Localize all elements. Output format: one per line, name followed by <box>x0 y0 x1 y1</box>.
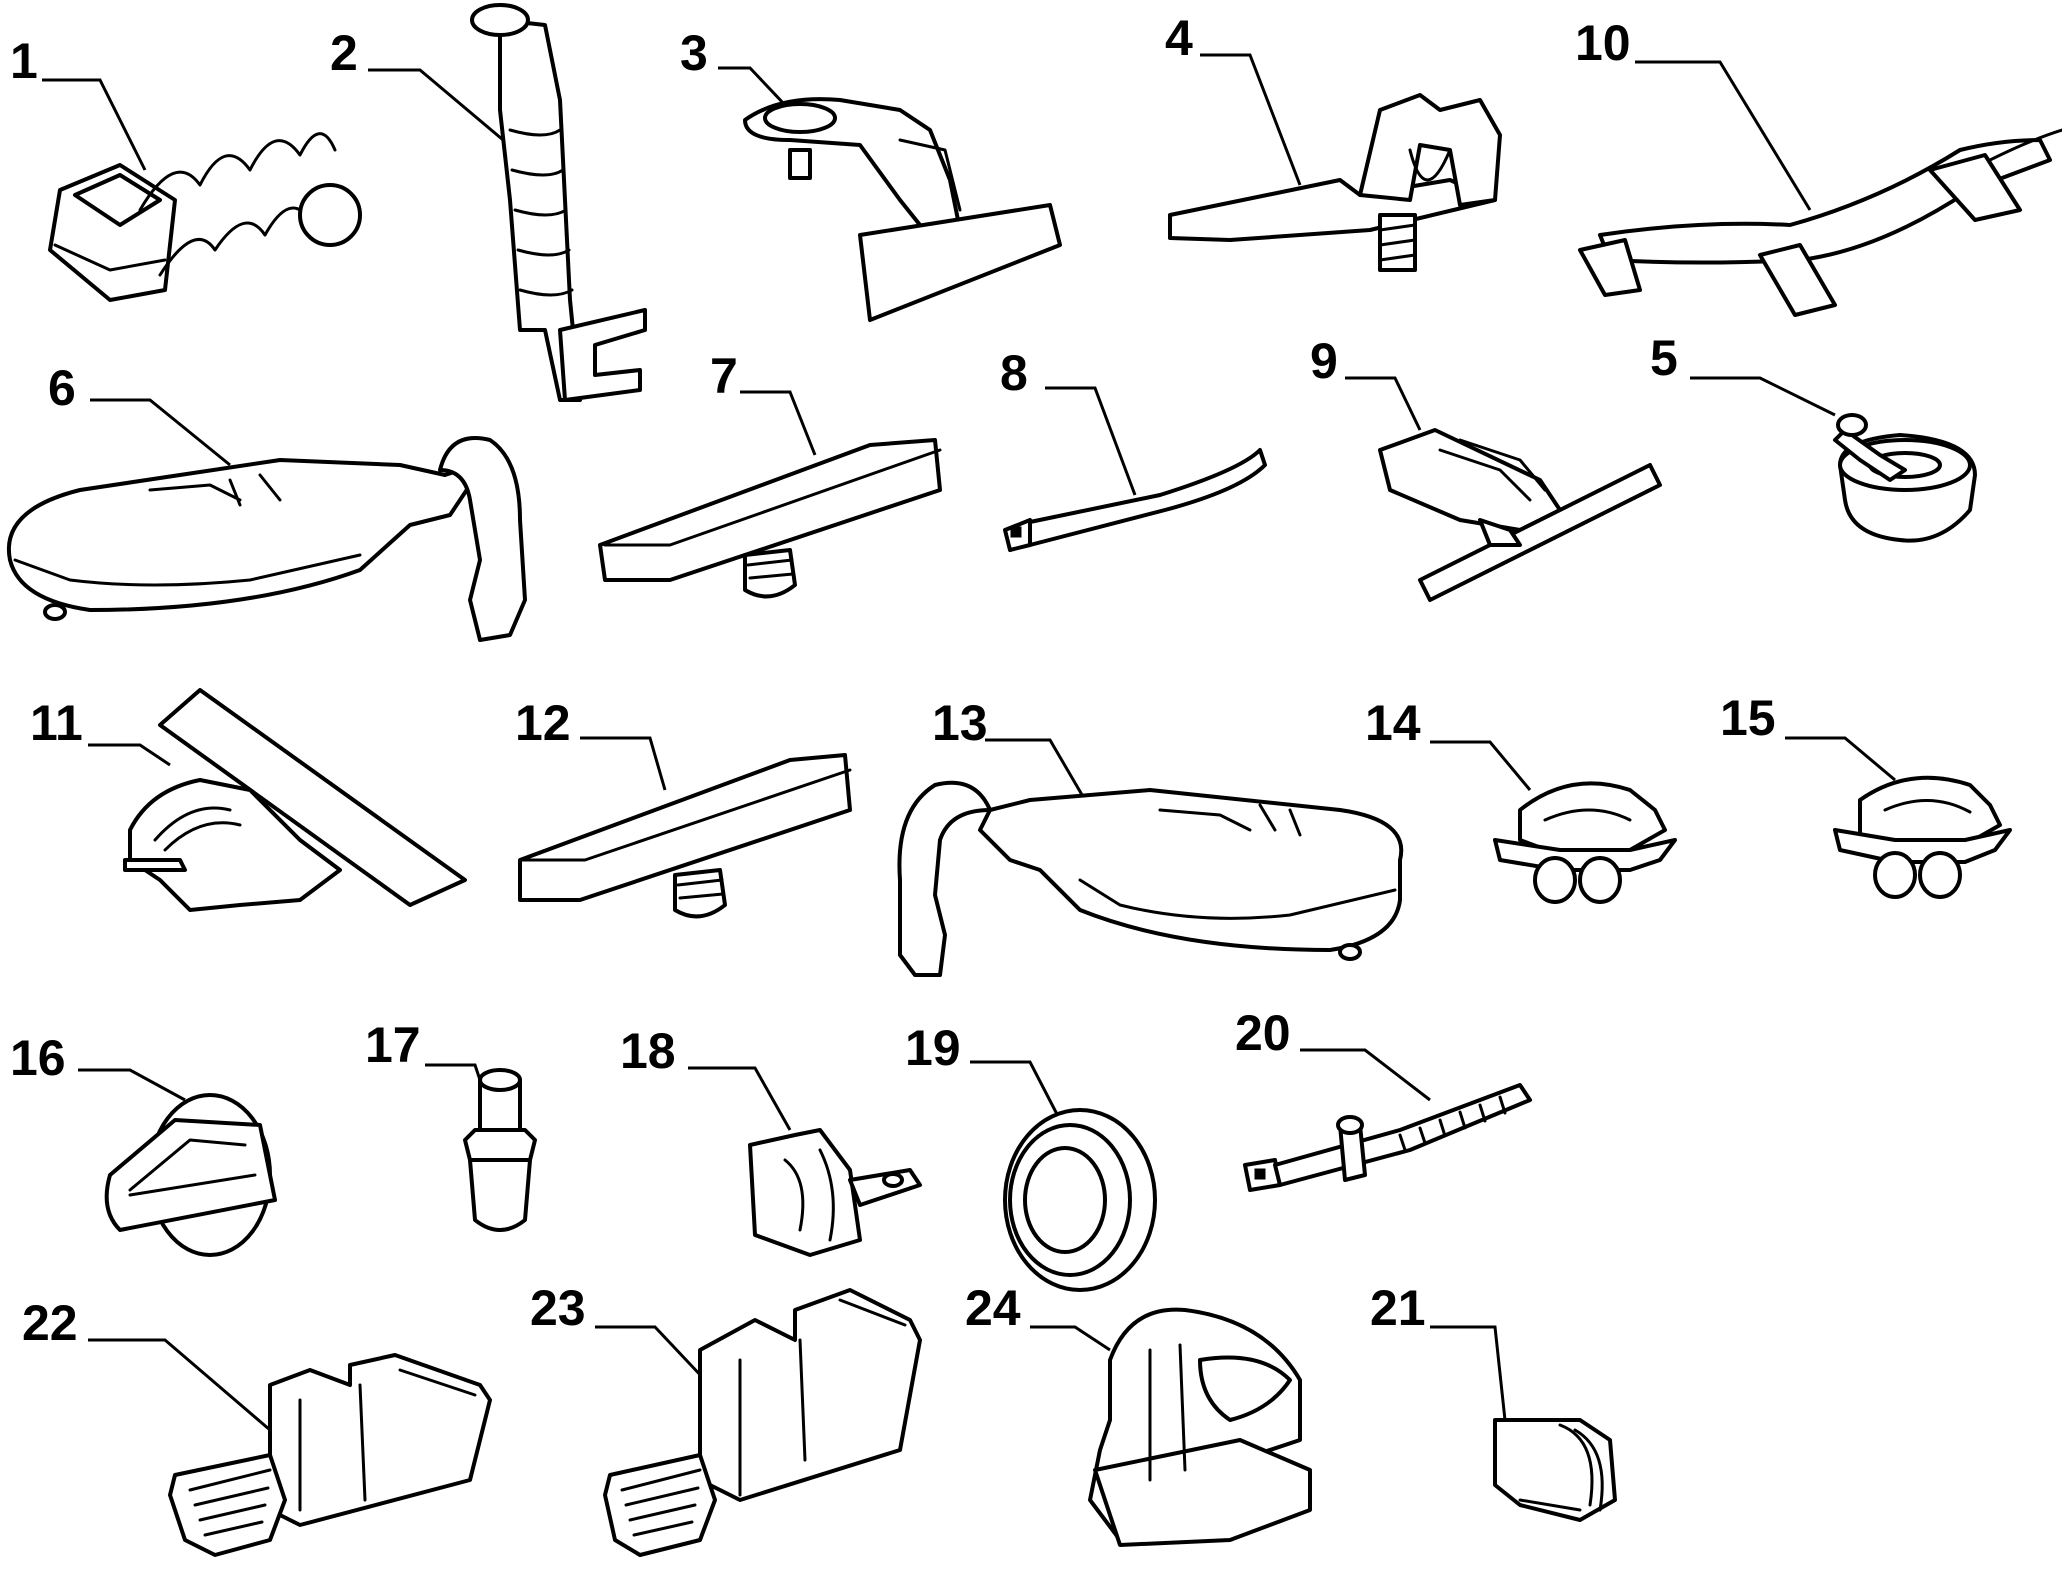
part-label-21: 21 <box>1370 1280 1426 1336</box>
part-8-shape <box>1003 448 1267 552</box>
part-label-23: 23 <box>530 1280 586 1336</box>
leader-line-19 <box>970 1060 1062 1121</box>
part-19-shape <box>1003 1108 1157 1292</box>
part-23[interactable]: 23 <box>530 1280 922 1557</box>
leader-line-23 <box>595 1325 707 1382</box>
part-label-3: 3 <box>680 25 708 81</box>
part-label-4: 4 <box>1165 10 1193 66</box>
leader-line-5 <box>1690 376 1836 417</box>
part-3[interactable]: 3 <box>680 25 1062 322</box>
part-24[interactable]: 24 <box>965 1280 1312 1547</box>
leader-line-14 <box>1430 740 1532 791</box>
part-6-shape <box>6 436 527 642</box>
part-15[interactable]: 15 <box>1720 690 2012 899</box>
part-label-9: 9 <box>1310 333 1338 389</box>
part-18[interactable]: 18 <box>620 1023 922 1257</box>
leader-line-2 <box>368 68 516 152</box>
part-label-2: 2 <box>330 25 358 81</box>
part-5[interactable]: 5 <box>1650 330 1977 543</box>
part-21-shape <box>1493 1418 1617 1522</box>
part-label-19: 19 <box>905 1020 961 1076</box>
leader-line-21 <box>1430 1325 1507 1421</box>
leader-line-20 <box>1300 1048 1431 1102</box>
part-label-10: 10 <box>1575 15 1631 71</box>
part-16-shape <box>104 1093 277 1257</box>
part-label-14: 14 <box>1365 695 1421 751</box>
part-label-5: 5 <box>1650 330 1678 386</box>
part-label-17: 17 <box>365 1017 421 1073</box>
leader-line-16 <box>78 1068 186 1102</box>
part-19[interactable]: 19 <box>905 1020 1157 1292</box>
part-14[interactable]: 14 <box>1365 695 1677 904</box>
leader-line-1 <box>42 78 147 171</box>
leader-line-7 <box>740 390 817 456</box>
part-label-20: 20 <box>1235 1005 1291 1061</box>
part-23-shape <box>603 1288 922 1557</box>
leader-line-18 <box>688 1066 792 1131</box>
part-12[interactable]: 12 <box>515 695 852 919</box>
leader-line-10 <box>1635 60 1812 211</box>
part-24-shape <box>1088 1307 1312 1547</box>
leader-line-9 <box>1345 376 1422 431</box>
part-20[interactable]: 20 <box>1235 1005 1532 1192</box>
part-11-shape <box>123 688 467 912</box>
part-18-shape <box>748 1128 922 1257</box>
part-13[interactable]: 13 <box>897 695 1404 977</box>
part-10[interactable]: 10 <box>1575 15 2062 317</box>
part-20-shape <box>1243 1083 1532 1192</box>
part-label-12: 12 <box>515 695 571 751</box>
leader-line-13 <box>985 738 1087 801</box>
part-1-shape <box>48 132 362 302</box>
part-label-6: 6 <box>48 360 76 416</box>
leader-line-4 <box>1200 53 1302 186</box>
part-11[interactable]: 11 <box>30 688 467 912</box>
leader-line-11 <box>88 743 171 767</box>
leader-line-6 <box>90 398 231 467</box>
part-label-8: 8 <box>1000 345 1028 401</box>
part-5-shape <box>1833 413 1977 543</box>
part-label-22: 22 <box>22 1295 78 1351</box>
part-4[interactable]: 4 <box>1165 10 1502 272</box>
leader-line-17 <box>425 1063 482 1081</box>
part-14-shape <box>1493 781 1677 904</box>
part-label-7: 7 <box>710 348 738 404</box>
part-label-15: 15 <box>1720 690 1776 746</box>
part-12-shape <box>518 753 852 919</box>
part-13-shape <box>897 780 1404 977</box>
part-17-shape <box>463 1068 537 1232</box>
part-1[interactable]: 1 <box>10 33 362 302</box>
part-22[interactable]: 22 <box>22 1295 492 1557</box>
part-4-shape <box>1168 93 1502 272</box>
part-8[interactable]: 8 <box>1000 345 1267 552</box>
part-21[interactable]: 21 <box>1370 1280 1617 1522</box>
part-16[interactable]: 16 <box>10 1030 277 1257</box>
leader-line-15 <box>1785 736 1896 782</box>
part-2-shape <box>470 3 647 402</box>
part-6[interactable]: 6 <box>6 360 527 642</box>
part-label-18: 18 <box>620 1023 676 1079</box>
part-9-shape <box>1378 428 1662 602</box>
leader-line-8 <box>1045 386 1137 496</box>
leader-line-12 <box>580 736 667 791</box>
part-label-13: 13 <box>932 695 988 751</box>
leader-line-24 <box>1030 1325 1111 1352</box>
leader-line-3 <box>718 66 787 107</box>
part-7-shape <box>598 438 942 599</box>
part-label-16: 16 <box>10 1030 66 1086</box>
part-9[interactable]: 9 <box>1310 333 1662 602</box>
part-10-shape <box>1578 128 2062 317</box>
part-label-1: 1 <box>10 33 38 89</box>
part-3-shape <box>743 97 1062 322</box>
part-label-24: 24 <box>965 1280 1021 1336</box>
part-2[interactable]: 2 <box>330 3 647 402</box>
part-15-shape <box>1833 775 2012 899</box>
part-22-shape <box>168 1353 492 1557</box>
part-17[interactable]: 17 <box>365 1017 537 1232</box>
part-7[interactable]: 7 <box>598 348 942 599</box>
leader-line-22 <box>88 1338 271 1432</box>
part-label-11: 11 <box>30 695 83 751</box>
